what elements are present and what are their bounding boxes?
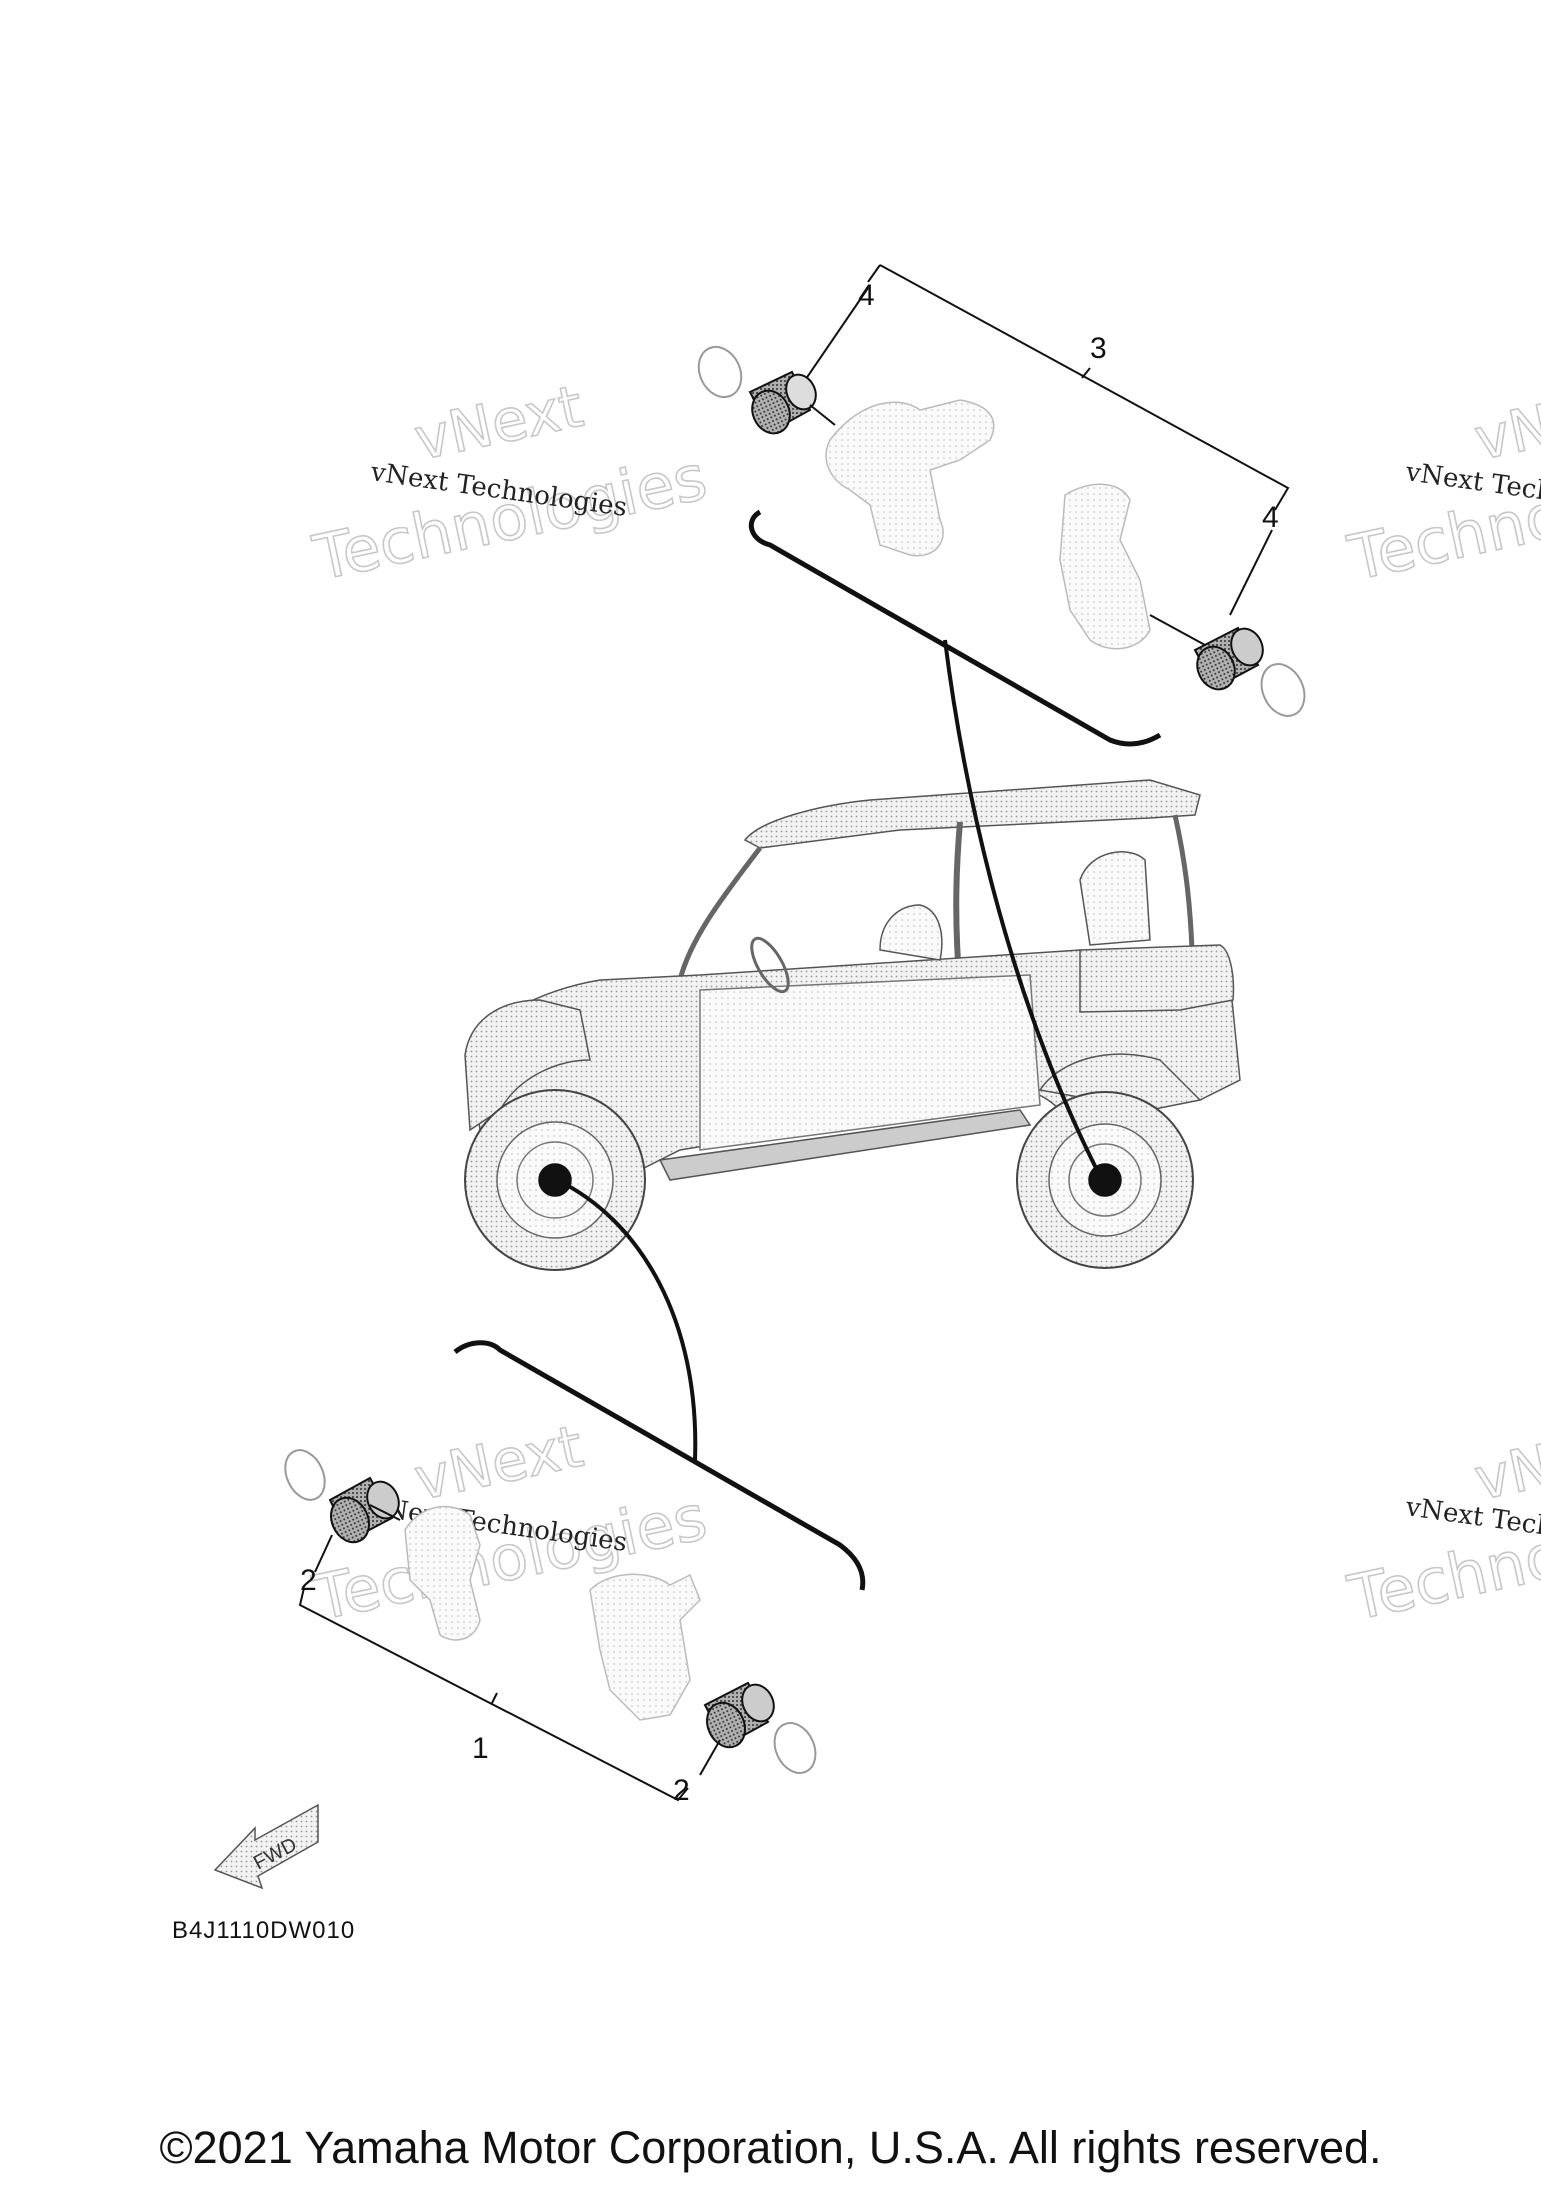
knuckle-rear-left [825, 399, 995, 557]
callout-4-right: 4 [1262, 501, 1279, 534]
callout-2a-leader [314, 1534, 333, 1573]
watermark-top-right: vNext Technologies vNext Technologies [1341, 371, 1541, 596]
forward-arrow-icon: FWD [213, 1803, 319, 1890]
rear-knuckle-assembly [697, 264, 1306, 747]
connector-front [556, 1178, 698, 1461]
knuckle-rear-right [1059, 483, 1151, 650]
circlip [773, 1722, 817, 1774]
callout-1-bracket [298, 1587, 689, 1802]
callout-3: 3 [1090, 332, 1107, 365]
knuckle-front-left [404, 1505, 481, 1641]
circlip [1260, 663, 1306, 717]
callout-1: 1 [472, 1732, 489, 1765]
callout-2-left: 2 [300, 1564, 317, 1597]
bushing-bottom-right [703, 1681, 775, 1749]
circlip [697, 345, 743, 399]
callout-4a-leader [796, 287, 869, 393]
group-arc-lower [453, 1340, 866, 1591]
watermark-word-a: vNext [1469, 1412, 1541, 1514]
front-knuckle-assembly [284, 1340, 866, 1802]
callout-2b-leader [699, 1739, 721, 1776]
front-hub-marker [538, 1163, 572, 1197]
watermark-top-left: vNext Technologies vNext Technologies [306, 371, 713, 596]
side-by-side-vehicle [464, 779, 1241, 1271]
knuckle-front-right [589, 1573, 701, 1721]
callout-4b-leader [1229, 529, 1273, 616]
rear-hub-marker [1088, 1163, 1122, 1197]
callout-3-bracket [879, 264, 1290, 511]
watermark-word-a: vNext [409, 372, 589, 474]
copyright-notice: ©2021 Yamaha Motor Corporation, U.S.A. A… [159, 2122, 1382, 2173]
bushing-top-left [328, 1476, 401, 1544]
bushing-bottom-right [1193, 626, 1264, 691]
watermark-word-a: vNext [409, 1412, 589, 1514]
group-arc-upper [748, 509, 1162, 747]
connector-rear [943, 639, 1102, 1177]
watermark-word-b: Technologies [307, 440, 713, 594]
callout-4-top: 4 [858, 279, 875, 312]
bushing-top-left [748, 370, 836, 435]
watermark-bottom-right: vNext Technologies vNext Technologies [1341, 1411, 1541, 1636]
drawing-code: B4J1110DW010 [172, 1917, 355, 1944]
watermark-word-a: vNext [1469, 372, 1541, 474]
callout-2-bottom: 2 [673, 1774, 690, 1807]
circlip [284, 1449, 326, 1501]
